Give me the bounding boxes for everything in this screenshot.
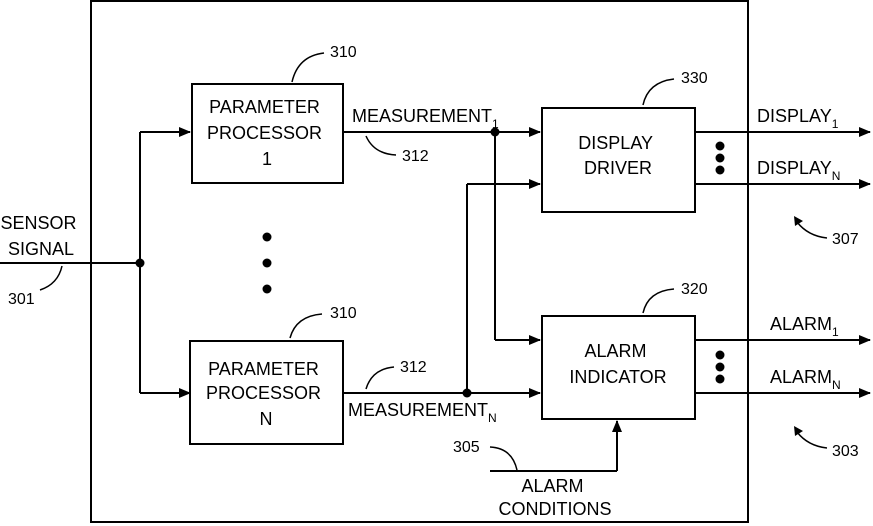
ref-lead-310-top xyxy=(292,53,324,82)
ref-310-bottom: 310 xyxy=(330,305,357,322)
display-1-subscript: 1 xyxy=(832,117,839,131)
pp1-line-3: 1 xyxy=(262,149,272,169)
alarm-indicator-line-2: INDICATOR xyxy=(569,367,666,387)
alarm-conditions-line-1: ALARM xyxy=(521,476,583,496)
display-driver-line-2: DRIVER xyxy=(584,158,652,178)
measurement-n-subscript: N xyxy=(488,411,497,425)
ref-lead-312-top xyxy=(366,136,396,155)
measurement-1-text: MEASUREMENT xyxy=(352,106,492,126)
alarm-conditions-label: ALARM CONDITIONS xyxy=(498,476,611,519)
measurement-n-label: MEASUREMENTN xyxy=(348,400,497,425)
sensor-junction-dot xyxy=(136,259,145,268)
ref-lead-320 xyxy=(643,289,674,313)
measurement-1-subscript: 1 xyxy=(492,117,499,131)
display-n-label: DISPLAYN xyxy=(757,158,840,183)
ref-lead-330 xyxy=(643,79,674,105)
ref-307: 307 xyxy=(832,231,859,248)
measurement-n-junction-dot xyxy=(463,389,472,398)
ppn-line-2: PROCESSOR xyxy=(206,383,321,403)
ref-312-top: 312 xyxy=(402,148,429,165)
sensor-signal-line-2: SIGNAL xyxy=(8,239,74,259)
ref-lead-310-bottom xyxy=(290,314,322,338)
display-n-subscript: N xyxy=(832,169,841,183)
ref-pointer-307 xyxy=(794,216,827,238)
ref-312-bottom: 312 xyxy=(400,359,427,376)
ref-lead-312-bottom xyxy=(366,367,394,389)
alarm-n-label: ALARMN xyxy=(770,367,841,392)
measurement-n-wiring xyxy=(343,184,540,398)
measurement-1-label: MEASUREMENT1 xyxy=(352,106,499,131)
ref-301: 301 xyxy=(8,291,35,308)
display-n-text: DISPLAY xyxy=(757,158,832,178)
alarm-conditions-line-2: CONDITIONS xyxy=(498,499,611,519)
alarm-conditions-wiring xyxy=(490,421,617,471)
pp1-line-1: PARAMETER xyxy=(209,97,320,117)
alarm-n-text: ALARM xyxy=(770,367,832,387)
ref-320: 320 xyxy=(681,281,708,298)
sensor-input-wiring xyxy=(0,132,190,393)
sensor-signal-label: SENSOR SIGNAL xyxy=(0,213,81,259)
display-1-label: DISPLAY1 xyxy=(757,106,839,131)
display-1-text: DISPLAY xyxy=(757,106,832,126)
ppn-line-1: PARAMETER xyxy=(208,359,319,379)
ref-pointer-303 xyxy=(794,426,827,448)
ref-lead-301 xyxy=(40,266,62,290)
sensor-signal-line-1: SENSOR xyxy=(0,213,76,233)
measurement-1-wiring xyxy=(343,128,540,341)
processor-ellipsis xyxy=(263,233,272,294)
pp1-line-2: PROCESSOR xyxy=(207,123,322,143)
alarm-1-subscript: 1 xyxy=(832,325,839,339)
alarm-1-label: ALARM1 xyxy=(770,314,839,339)
ref-lead-305 xyxy=(490,447,517,470)
display-driver-line-1: DISPLAY xyxy=(578,133,653,153)
ref-310-top: 310 xyxy=(330,44,357,61)
measurement-n-text: MEASUREMENT xyxy=(348,400,488,420)
alarm-indicator-line-1: ALARM xyxy=(584,341,646,361)
ref-305: 305 xyxy=(453,439,480,456)
ppn-line-3: N xyxy=(260,409,273,429)
alarm-1-text: ALARM xyxy=(770,314,832,334)
alarm-n-subscript: N xyxy=(832,378,841,392)
ref-330: 330 xyxy=(681,70,708,87)
ref-303: 303 xyxy=(832,443,859,460)
